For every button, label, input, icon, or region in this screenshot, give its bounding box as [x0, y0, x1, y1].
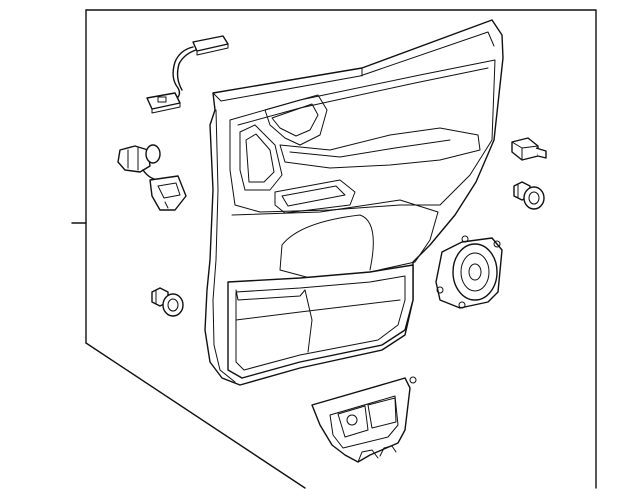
- assembly-frame: [71, 9, 597, 489]
- lamp-socket-icon: [117, 144, 187, 211]
- speaker-icon: [435, 235, 503, 309]
- clip-icon: [511, 137, 547, 161]
- switch-bezel-icon: [311, 376, 417, 463]
- door-trim-panel: [204, 19, 504, 386]
- wire-harness-icon: [146, 35, 229, 114]
- push-retainer-left-icon: [151, 287, 184, 317]
- push-retainer-right-icon: [513, 181, 545, 210]
